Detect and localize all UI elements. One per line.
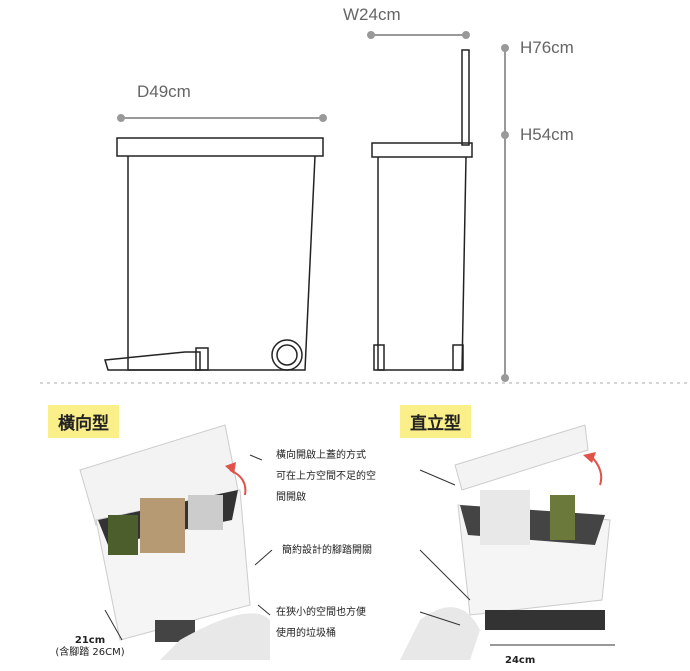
space-note-line: 使用的垃圾桶 <box>276 628 336 639</box>
height-closed-label: H54cm <box>520 125 574 144</box>
space-note: 在狹小的空間也方便 使用的垃圾桶 <box>276 602 366 644</box>
horizontal-width-label: 21cm (含腳踏 26CM) <box>45 635 135 659</box>
lid-note: 橫向開啟上蓋的方式 可在上方空間不足的空 間開啟 <box>276 445 376 508</box>
side-view-bin <box>104 137 324 371</box>
width-note: (含腳踏 26CM) <box>55 647 125 658</box>
vertical-bin-photo <box>400 424 611 660</box>
width-dimension-label: W24cm <box>343 5 401 24</box>
space-note-line: 在狹小的空間也方便 <box>276 607 366 618</box>
callout-lines <box>104 454 615 646</box>
width-value: 21cm <box>74 635 106 646</box>
horizontal-type-tag: 橫向型 <box>48 405 119 438</box>
lid-note-line: 橫向開啟上蓋的方式 <box>276 450 366 461</box>
lid-note-line: 間開啟 <box>276 492 306 503</box>
depth-dimension-label: D49cm <box>137 82 191 101</box>
pedal-note: 簡約設計的腳踏開關 <box>282 545 372 556</box>
horizontal-bin-photo <box>79 424 270 660</box>
vertical-width-label: 24cm <box>505 655 536 666</box>
height-open-label: H76cm <box>520 38 574 57</box>
vertical-type-tag: 直立型 <box>400 405 471 438</box>
front-view-bin <box>371 49 473 371</box>
lid-note-line: 可在上方空間不足的空 <box>276 471 376 482</box>
dimension-lines <box>117 31 509 382</box>
